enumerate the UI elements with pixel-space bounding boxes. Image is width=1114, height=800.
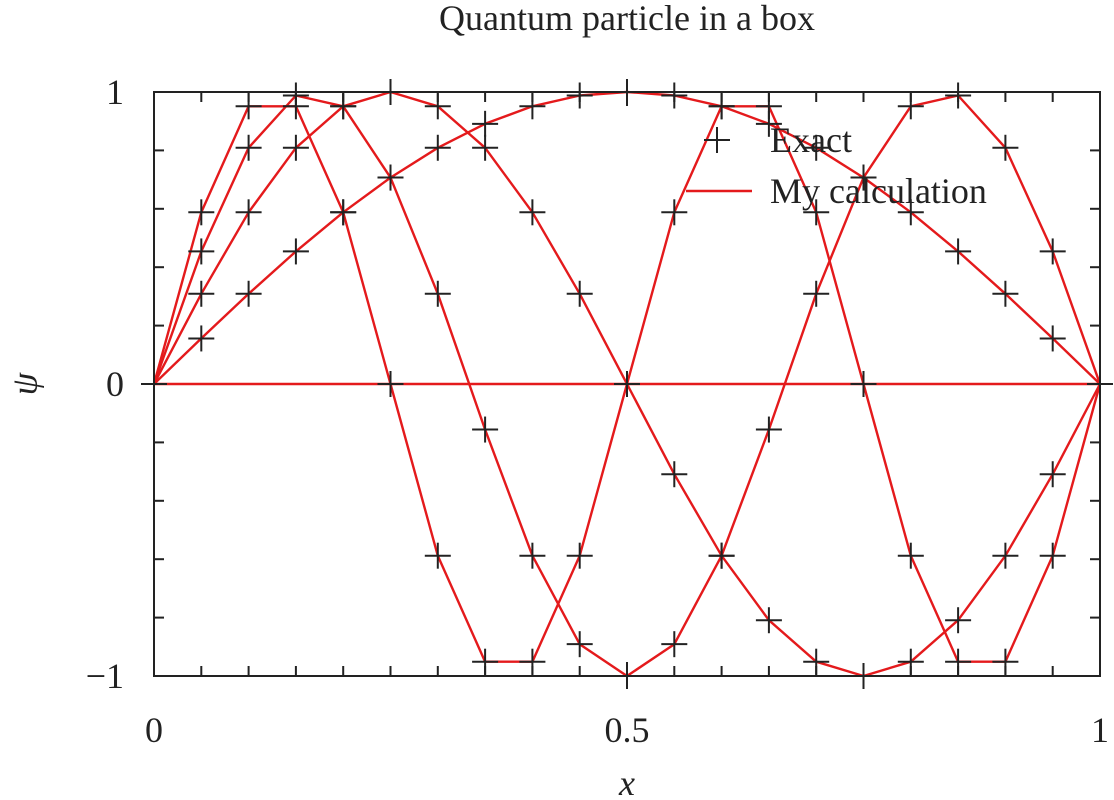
exact-point (330, 199, 357, 226)
exact-point (566, 280, 593, 307)
exact-point (945, 607, 972, 634)
x-tick-label: 0.5 (605, 710, 650, 750)
exact-point (945, 238, 972, 265)
exact-point (803, 199, 830, 226)
x-tick-label: 1 (1091, 710, 1109, 750)
exact-point (992, 280, 1019, 307)
legend-label-exact: Exact (770, 120, 852, 160)
y-tick-label: −1 (86, 656, 124, 696)
legend-label-my-calculation: My calculation (770, 171, 987, 211)
exact-point (566, 631, 593, 658)
exact-point (235, 134, 262, 161)
exact-point (850, 164, 877, 191)
exact-point (897, 542, 924, 569)
y-tick-label: 1 (106, 72, 124, 112)
exact-point (377, 164, 404, 191)
exact-point (1039, 461, 1066, 488)
exact-point (755, 607, 782, 634)
exact-point (1039, 238, 1066, 265)
exact-point (803, 280, 830, 307)
exact-point (708, 542, 735, 569)
exact-point (519, 199, 546, 226)
exact-point (803, 134, 830, 161)
exact-point (188, 280, 215, 307)
legend: Exact My calculation (686, 120, 987, 211)
axis-ticks (154, 92, 1100, 676)
exact-point (519, 542, 546, 569)
exact-point (755, 416, 782, 443)
exact-point (188, 199, 215, 226)
exact-point (1039, 542, 1066, 569)
exact-point (235, 199, 262, 226)
chart-title: Quantum particle in a box (439, 0, 815, 38)
exact-point (661, 199, 688, 226)
exact-point (661, 631, 688, 658)
exact-point (377, 371, 404, 397)
chart-marks (141, 79, 1113, 689)
x-axis-label: x (618, 763, 635, 800)
exact-point (472, 134, 499, 161)
exact-point (992, 134, 1019, 161)
y-axis-label: ψ (4, 372, 44, 395)
exact-point (282, 238, 309, 265)
exact-point (188, 325, 215, 352)
exact-point (472, 416, 499, 443)
exact-point (992, 542, 1019, 569)
exact-point (566, 542, 593, 569)
exact-point (850, 371, 877, 397)
exact-point (1039, 325, 1066, 352)
exact-point (424, 542, 451, 569)
y-tick-label: 0 (106, 364, 124, 404)
exact-point (897, 199, 924, 226)
x-tick-label: 0 (145, 710, 163, 750)
exact-point (282, 134, 309, 161)
exact-point (614, 371, 640, 397)
exact-point (661, 461, 688, 488)
exact-point (472, 110, 499, 137)
exact-point (235, 280, 262, 307)
tick-labels: 0 0.5 1 −1 0 1 (86, 72, 1109, 750)
exact-point (424, 134, 451, 161)
exact-point (188, 238, 215, 265)
legend-marker-exact (704, 127, 730, 153)
exact-point (424, 280, 451, 307)
